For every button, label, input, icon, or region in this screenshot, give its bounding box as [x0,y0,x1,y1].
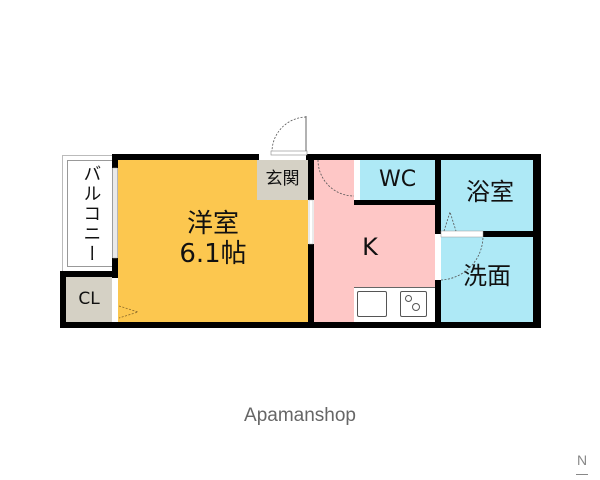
western-room-name: 洋室 [186,209,239,240]
closet-label: CL [78,288,100,309]
wall-top-right [306,154,541,160]
stove [400,291,427,317]
wall-right [533,154,541,328]
wall-closet-top [60,271,118,277]
closet [66,277,112,322]
bathroom [441,160,533,233]
washroom [441,237,533,322]
wall-bottom [60,322,541,328]
wall-wc-bottom [354,200,441,205]
wall-kitchen-left-top [308,154,314,200]
wall-bath-wash [483,231,541,237]
balcony-label: バルコニー [80,163,102,264]
entrance [257,160,308,200]
washroom-label: 洗面 [463,262,511,291]
wall-bath-left-top [435,154,441,234]
kitchen-label: K [362,232,378,261]
wc [360,160,435,200]
wall-left-outer [60,271,66,328]
entrance-label: 玄関 [265,169,300,190]
wall-bath-left-bottom [435,280,441,328]
wall-balcony-side-bottom [112,258,118,278]
wc-label: WC [378,167,417,193]
wall-kitchen-left-bottom [308,244,314,328]
sink [357,291,387,317]
compass-arrow-icon [576,474,588,475]
watermark-logo: Apamanshop [244,405,356,426]
compass-north-label: N [576,452,588,468]
stove-burner-icon [412,303,420,311]
wall-top-left [112,154,259,160]
bathroom-label: 浴室 [466,178,514,207]
stove-burner-icon [405,295,412,302]
western-room-label: 洋室 6.1帖 [118,195,308,285]
wall-balcony-side-top [112,154,118,168]
balcony-inner [67,160,113,267]
western-room-size: 6.1帖 [179,239,247,269]
